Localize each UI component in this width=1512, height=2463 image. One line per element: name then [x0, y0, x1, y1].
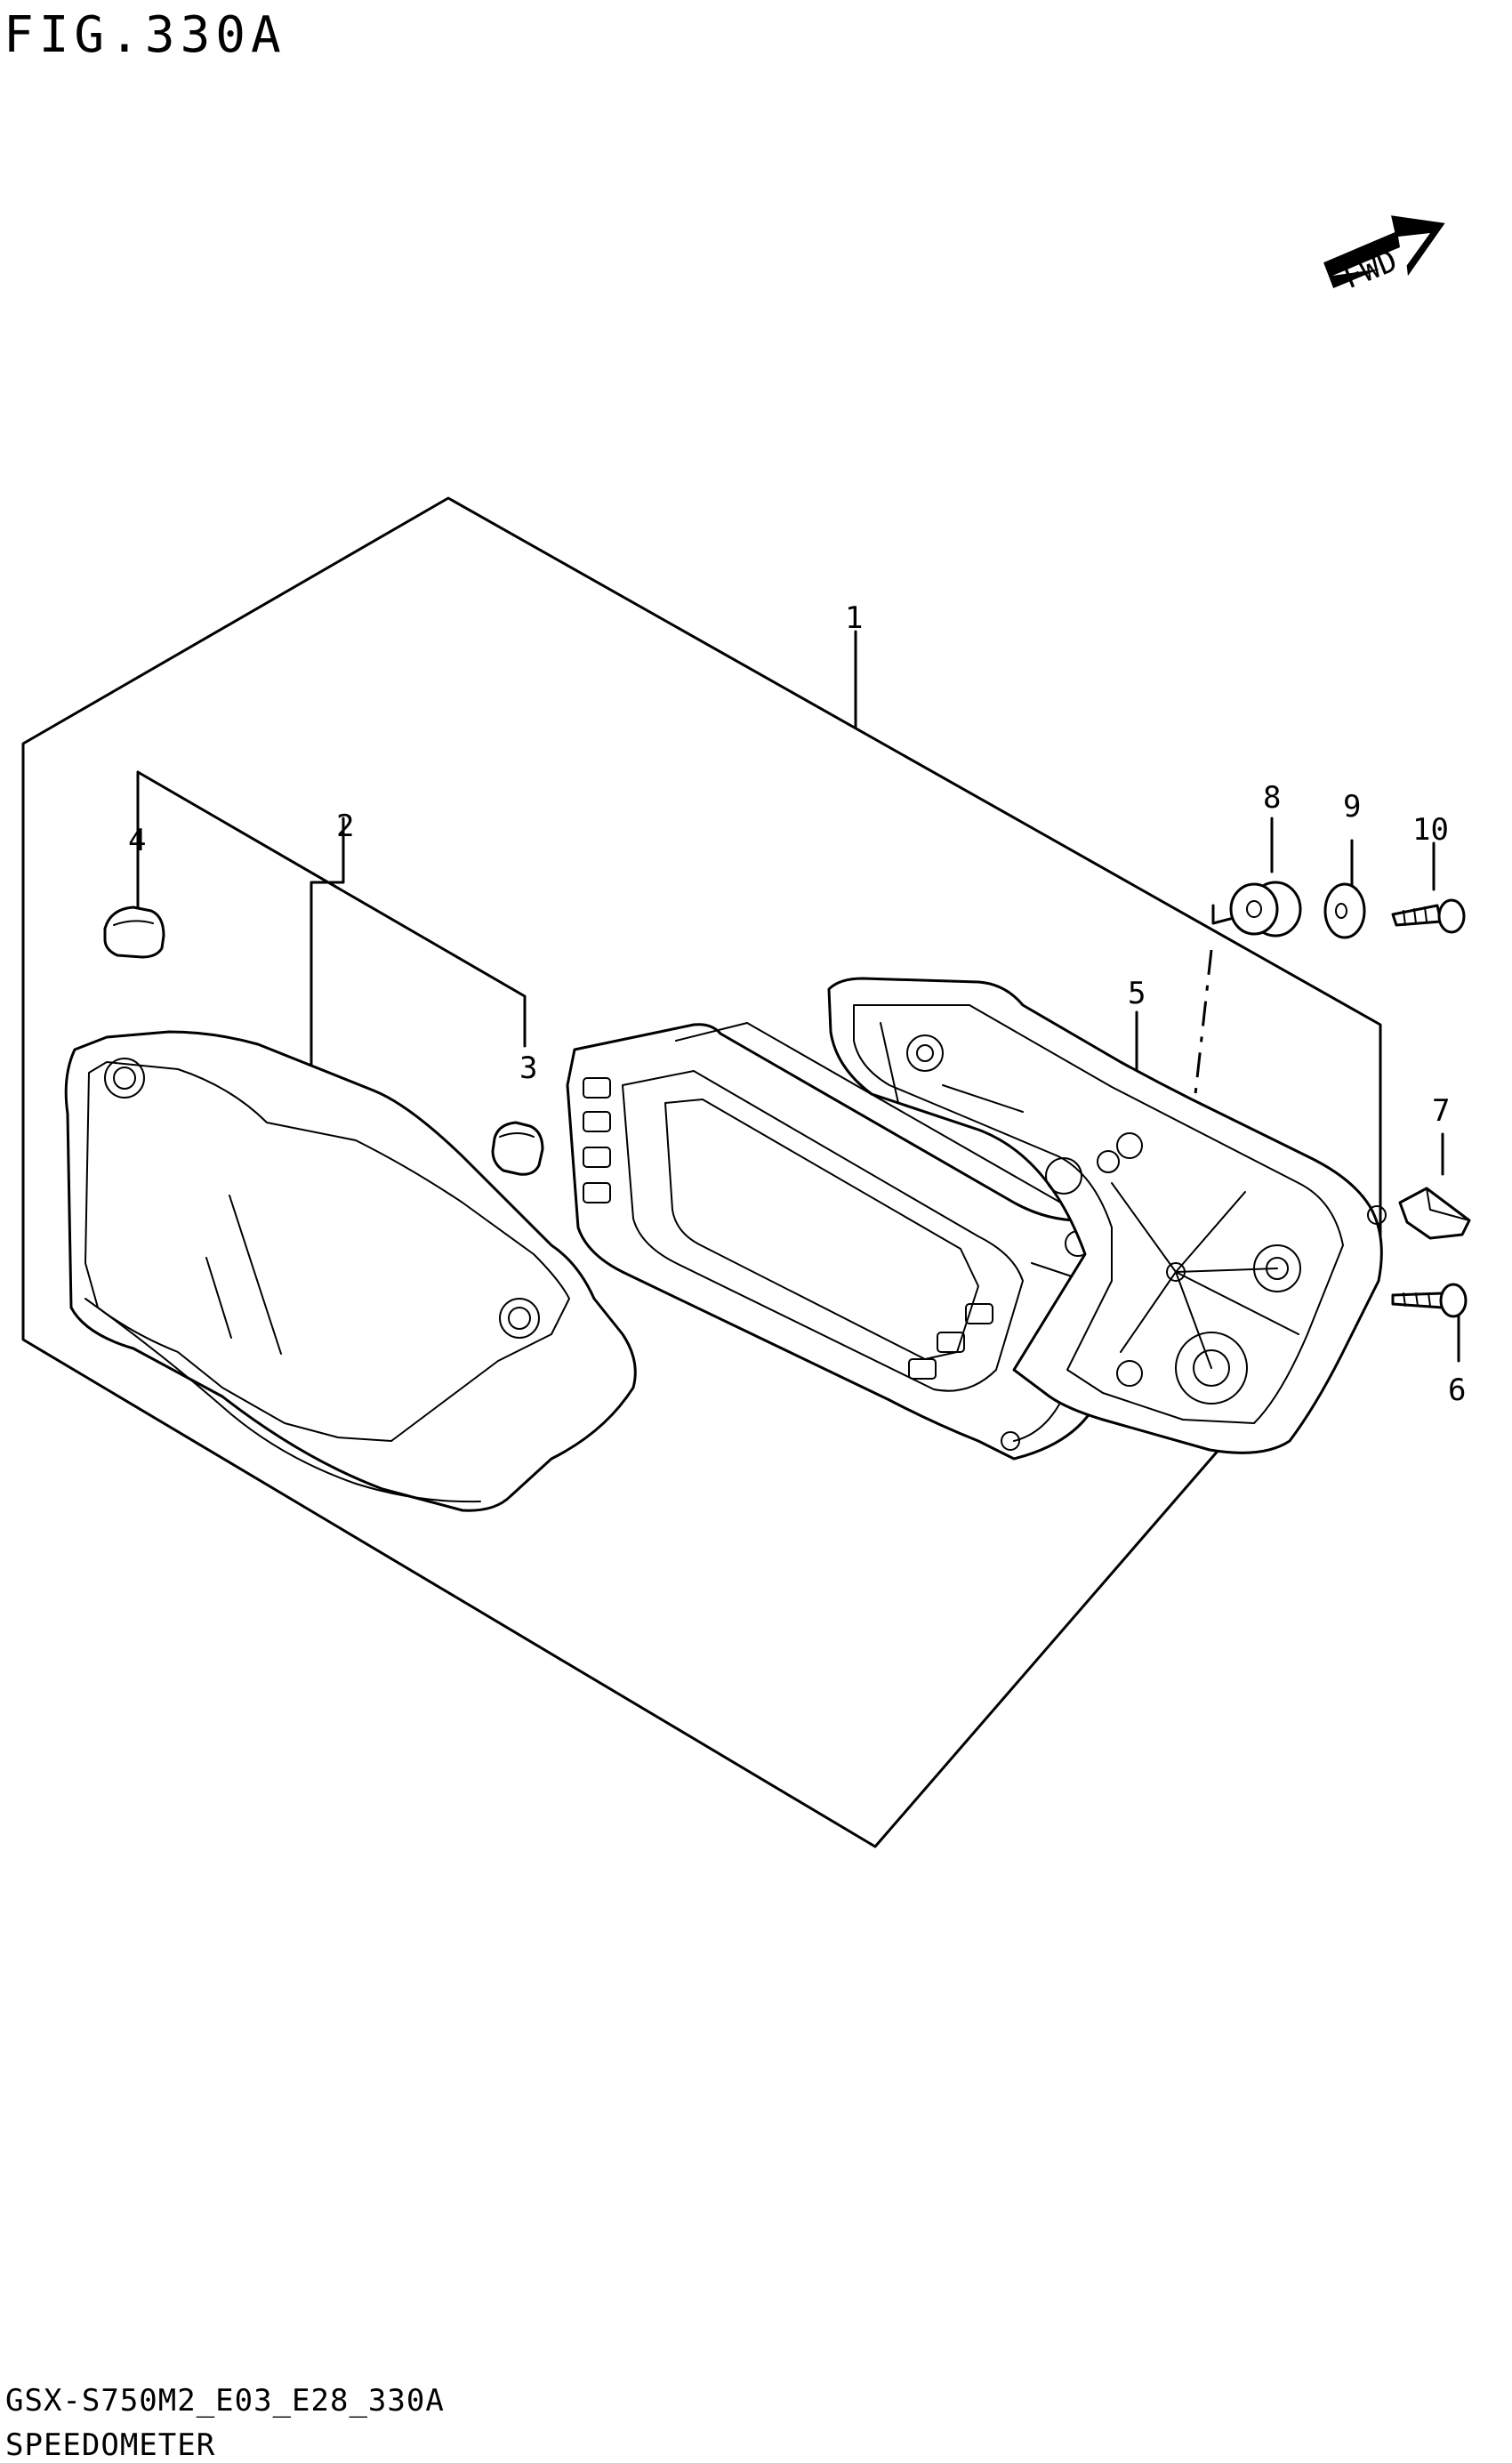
part-rear-case — [827, 977, 1387, 1454]
callout-8: 8 — [1263, 780, 1281, 816]
part-clip-nut — [1398, 1187, 1471, 1240]
part-screw-2 — [1391, 1283, 1468, 1318]
assembly-outline — [21, 496, 1382, 1848]
callout-5: 5 — [1128, 976, 1146, 1011]
callout-10: 10 — [1412, 812, 1449, 848]
callout-2: 2 — [336, 809, 354, 844]
callout-3: 3 — [519, 1050, 537, 1086]
part-screw — [1391, 898, 1466, 934]
callout-1: 1 — [845, 600, 863, 636]
figure-title: FIG.330A — [4, 6, 286, 64]
part-cap — [103, 906, 165, 959]
callout-4: 4 — [128, 823, 146, 858]
callout-6: 6 — [1448, 1372, 1466, 1408]
part-lens-cover — [64, 1030, 637, 1512]
section-name: SPEEDOMETER — [5, 2427, 215, 2463]
fwd-arrow-icon: FWD — [1323, 215, 1445, 296]
part-washer — [1323, 882, 1366, 939]
callout-7: 7 — [1432, 1093, 1450, 1129]
part-cap-2 — [491, 1121, 544, 1176]
callout-9: 9 — [1343, 789, 1361, 825]
model-code: GSX-S750M2_E03_E28_330A — [5, 2383, 445, 2419]
part-grommet — [1229, 881, 1302, 938]
